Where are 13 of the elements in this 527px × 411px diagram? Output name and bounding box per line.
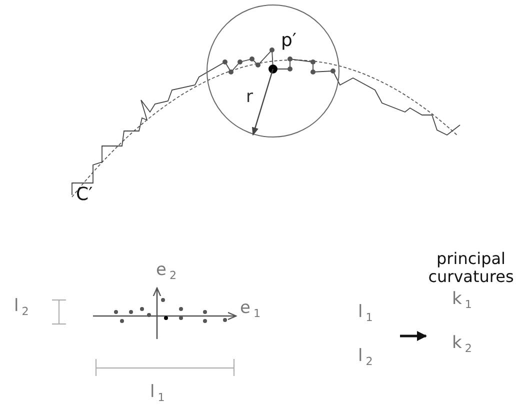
arrow xyxy=(400,331,427,341)
symbol-label: k$_{1}$ xyxy=(452,290,472,311)
symbol-label: l$_{1}$ xyxy=(358,303,373,324)
axis-label: e$_{2}$ xyxy=(156,262,176,281)
symbol-label: k$_{2}$ xyxy=(452,334,472,355)
point-label: p′ xyxy=(281,32,297,50)
axis-label: e$_{1}$ xyxy=(240,300,260,319)
radius-label: r xyxy=(246,89,253,106)
curve-label: C′ xyxy=(76,186,93,204)
dimension-label: l$_{1}$ xyxy=(150,384,165,403)
heading: principal curvatures xyxy=(427,250,515,286)
dimension-label: l$_{2}$ xyxy=(14,298,29,317)
symbol-label: l$_{2}$ xyxy=(358,347,373,368)
